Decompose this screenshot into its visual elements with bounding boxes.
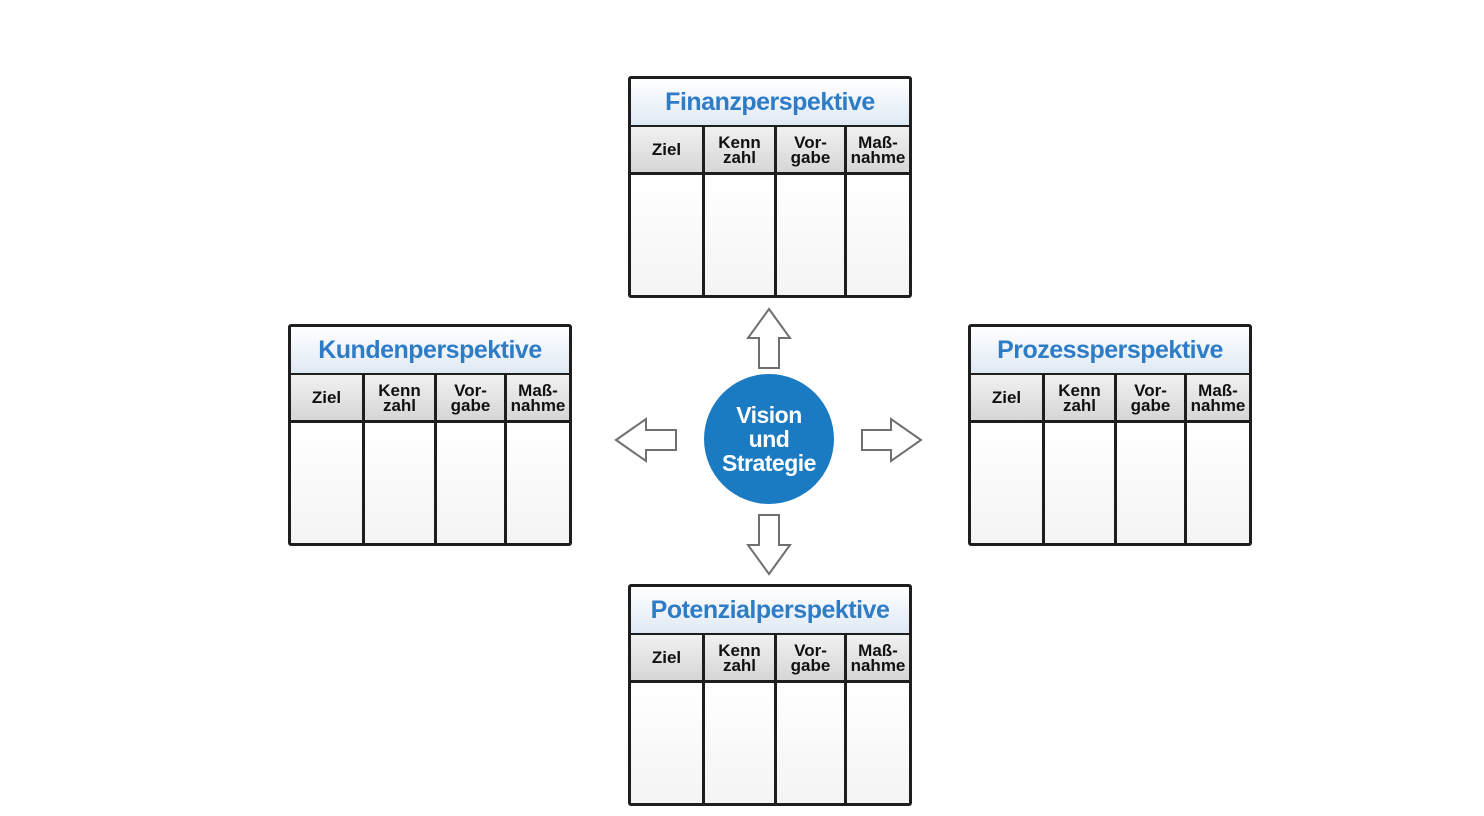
- cell-kennzahl: [365, 423, 437, 543]
- cell-ziel: [291, 423, 365, 543]
- panel-header-row: Ziel Kenn zahl Vor- gabe Maß- nahme: [631, 127, 909, 175]
- hub-line-3: Strategie: [722, 450, 816, 476]
- header-kennzahl: Kenn zahl: [705, 635, 777, 680]
- cell-vorgabe: [777, 683, 847, 803]
- cell-massnahme: [847, 175, 909, 295]
- header-vorgabe: Vor- gabe: [777, 127, 847, 172]
- panel-body-row: [971, 423, 1249, 543]
- panel-title: Potenzialperspektive: [631, 587, 909, 635]
- hub-line-2: und: [748, 426, 790, 452]
- panel-header-row: Ziel Kenn zahl Vor- gabe Maß- nahme: [291, 375, 569, 423]
- cell-ziel: [971, 423, 1045, 543]
- header-ziel: Ziel: [631, 635, 705, 680]
- cell-vorgabe: [437, 423, 507, 543]
- header-massnahme: Maß- nahme: [847, 127, 909, 172]
- header-vorgabe: Vor- gabe: [437, 375, 507, 420]
- cell-massnahme: [847, 683, 909, 803]
- vision-strategy-node: Vision und Strategie: [704, 374, 834, 504]
- header-kennzahl: Kenn zahl: [365, 375, 437, 420]
- header-kennzahl: Kenn zahl: [1045, 375, 1117, 420]
- arrow-left-icon: [614, 417, 677, 463]
- panel-potenzialperspektive: Potenzialperspektive Ziel Kenn zahl Vor-…: [628, 584, 912, 806]
- panel-body-row: [291, 423, 569, 543]
- cell-massnahme: [1187, 423, 1249, 543]
- panel-header-row: Ziel Kenn zahl Vor- gabe Maß- nahme: [631, 635, 909, 683]
- cell-vorgabe: [777, 175, 847, 295]
- panel-kundenperspektive: Kundenperspektive Ziel Kenn zahl Vor- ga…: [288, 324, 572, 546]
- cell-ziel: [631, 683, 705, 803]
- header-massnahme: Maß- nahme: [507, 375, 569, 420]
- cell-massnahme: [507, 423, 569, 543]
- panel-body-row: [631, 683, 909, 803]
- header-massnahme: Maß- nahme: [1187, 375, 1249, 420]
- header-kennzahl: Kenn zahl: [705, 127, 777, 172]
- header-ziel: Ziel: [291, 375, 365, 420]
- cell-ziel: [631, 175, 705, 295]
- cell-kennzahl: [705, 175, 777, 295]
- header-ziel: Ziel: [631, 127, 705, 172]
- panel-title: Finanzperspektive: [631, 79, 909, 127]
- panel-prozessperspektive: Prozessperspektive Ziel Kenn zahl Vor- g…: [968, 324, 1252, 546]
- header-vorgabe: Vor- gabe: [777, 635, 847, 680]
- header-vorgabe: Vor- gabe: [1117, 375, 1187, 420]
- header-massnahme: Maß- nahme: [847, 635, 909, 680]
- panel-finanzperspektive: Finanzperspektive Ziel Kenn zahl Vor- ga…: [628, 76, 912, 298]
- header-ziel: Ziel: [971, 375, 1045, 420]
- arrow-right-icon: [861, 417, 923, 463]
- cell-kennzahl: [705, 683, 777, 803]
- hub-line-1: Vision: [736, 402, 802, 428]
- arrow-down-icon: [746, 514, 792, 576]
- panel-title: Prozessperspektive: [971, 327, 1249, 375]
- cell-kennzahl: [1045, 423, 1117, 543]
- panel-body-row: [631, 175, 909, 295]
- arrow-up-icon: [746, 307, 792, 369]
- panel-title: Kundenperspektive: [291, 327, 569, 375]
- panel-header-row: Ziel Kenn zahl Vor- gabe Maß- nahme: [971, 375, 1249, 423]
- cell-vorgabe: [1117, 423, 1187, 543]
